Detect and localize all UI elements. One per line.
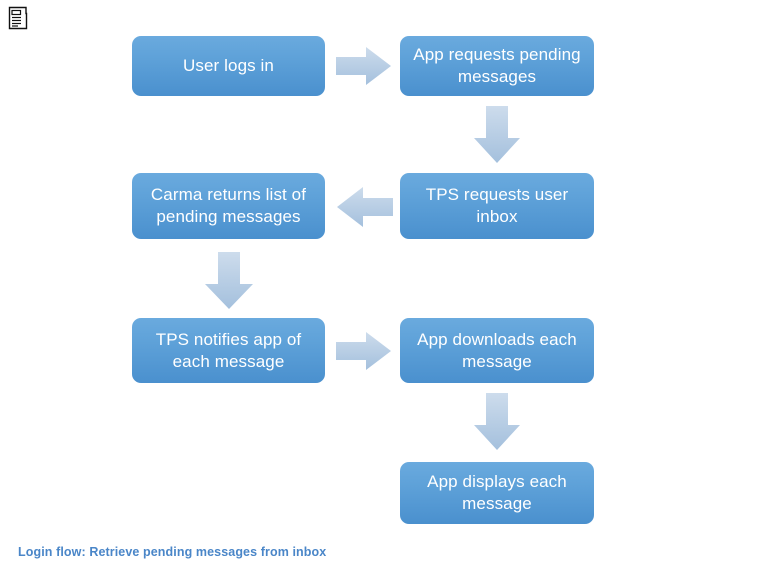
node-app-requests-pending[interactable]: App requests pending messages — [400, 36, 594, 96]
node-tps-notifies-app[interactable]: TPS notifies app of each message — [132, 318, 325, 383]
node-label: User logs in — [183, 56, 274, 76]
node-label: Carma returns list of pending messages — [150, 185, 307, 226]
node-label: TPS notifies app of each message — [155, 329, 302, 371]
node-label: TPS requests user inbox — [425, 185, 569, 226]
arrow-right-user-to-app — [336, 46, 392, 86]
node-label: App displays each message — [427, 472, 567, 513]
node-app-displays-each[interactable]: App displays each message — [400, 462, 594, 524]
diagram-caption: Login flow: Retrieve pending messages fr… — [18, 545, 327, 559]
node-user-logs-in[interactable]: User logs in — [132, 36, 325, 96]
arrow-left-tps-to-carma — [336, 186, 394, 228]
node-carma-returns-list[interactable]: Carma returns list of pending messages — [132, 173, 325, 239]
arrow-down-carma-to-tps-notifies — [204, 252, 254, 310]
node-label: App requests pending messages — [413, 45, 581, 86]
node-tps-requests-inbox[interactable]: TPS requests user inbox — [400, 173, 594, 239]
node-label: App downloads each message — [417, 329, 577, 371]
arrow-down-app-to-tps — [473, 106, 521, 164]
arrow-right-tps-to-app-downloads — [336, 331, 392, 371]
node-app-downloads-each[interactable]: App downloads each message — [400, 318, 594, 383]
arrow-down-downloads-to-displays — [473, 393, 521, 451]
document-page-icon — [7, 5, 29, 31]
